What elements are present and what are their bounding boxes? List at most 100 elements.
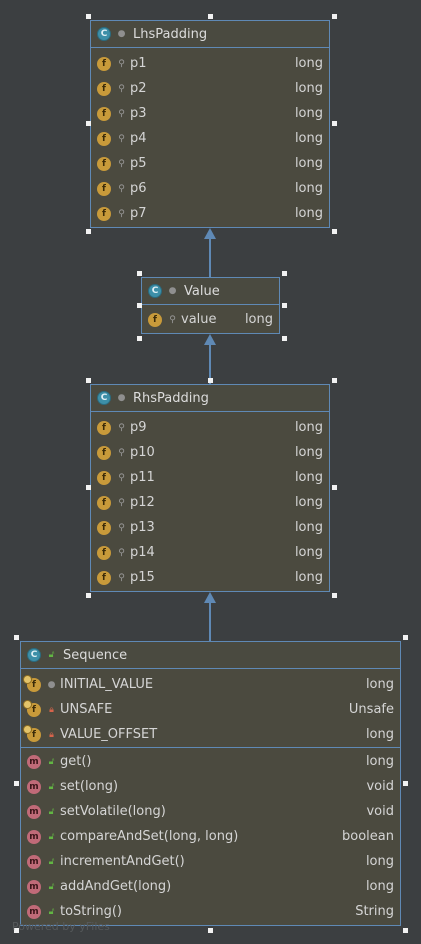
method-row[interactable]: m🔓︎incrementAndGet()long [21, 849, 400, 874]
field-icon: f [97, 420, 111, 435]
field-icon: f [23, 674, 41, 692]
resize-handle[interactable] [282, 303, 287, 308]
method-return-type: long [365, 879, 394, 894]
field-type: long [294, 56, 323, 71]
resize-handle[interactable] [208, 928, 213, 933]
class-title: LhsPadding [133, 26, 208, 42]
resize-handle[interactable] [282, 271, 287, 276]
resize-handle[interactable] [208, 378, 213, 383]
field-name: p1 [130, 56, 147, 71]
resize-handle[interactable] [332, 229, 337, 234]
method-row[interactable]: m🔓︎setVolatile(long)void [21, 799, 400, 824]
field-type: long [294, 420, 323, 435]
resize-handle[interactable] [14, 781, 19, 786]
resize-handle[interactable] [14, 928, 19, 933]
field-name: p13 [130, 520, 155, 535]
method-row[interactable]: m🔓︎toString()String [21, 899, 400, 924]
resize-handle[interactable] [137, 336, 142, 341]
method-name: setVolatile(long) [60, 804, 166, 819]
package-private-icon: ⚲ [118, 422, 125, 433]
package-private-icon: ⚲ [118, 108, 125, 119]
resize-handle[interactable] [137, 271, 142, 276]
resize-handle[interactable] [86, 485, 91, 490]
resize-handle[interactable] [403, 928, 408, 933]
method-return-type: void [366, 804, 394, 819]
method-icon: m [27, 854, 41, 869]
inheritance-edge[interactable] [209, 344, 211, 384]
field-name: p11 [130, 470, 155, 485]
method-name: get() [60, 754, 92, 769]
unlock-icon: 🔓︎ [48, 856, 55, 867]
field-type: long [294, 131, 323, 146]
resize-handle[interactable] [86, 378, 91, 383]
method-row[interactable]: m🔓︎addAndGet(long)long [21, 874, 400, 899]
field-name: p14 [130, 545, 155, 560]
method-return-type: boolean [342, 829, 394, 844]
resize-handle[interactable] [403, 781, 408, 786]
class-header: C 🔓︎ Sequence [21, 642, 400, 669]
resize-handle[interactable] [137, 303, 142, 308]
inheritance-edge[interactable] [209, 602, 211, 641]
field-type: long [294, 545, 323, 560]
resize-handle[interactable] [86, 229, 91, 234]
resize-handle[interactable] [14, 635, 19, 640]
resize-handle[interactable] [403, 635, 408, 640]
package-private-icon: ⚲ [118, 522, 125, 533]
method-row[interactable]: m🔓︎compareAndSet(long, long)boolean [21, 824, 400, 849]
field-type: long [294, 181, 323, 196]
method-row[interactable]: m🔓︎get()long [21, 749, 400, 774]
resize-handle[interactable] [86, 593, 91, 598]
field-icon: f [97, 131, 111, 146]
field-icon: f [97, 445, 111, 460]
lock-icon: 🔒︎ [49, 704, 54, 715]
resize-handle[interactable] [332, 485, 337, 490]
section-divider [21, 747, 400, 748]
method-row[interactable]: m🔓︎set(long)void [21, 774, 400, 799]
static-pin-icon [23, 724, 32, 734]
class-header: C ● Value [142, 278, 279, 305]
package-private-icon: ⚲ [118, 472, 125, 483]
inheritance-arrow-icon [204, 228, 216, 239]
resize-handle[interactable] [282, 336, 287, 341]
inheritance-edge[interactable] [209, 238, 211, 277]
package-private-icon: ● [117, 393, 126, 403]
field-type: long [294, 495, 323, 510]
resize-handle[interactable] [332, 121, 337, 126]
resize-handle[interactable] [86, 14, 91, 19]
resize-handle[interactable] [332, 593, 337, 598]
resize-handle[interactable] [332, 378, 337, 383]
package-private-icon: ⚲ [118, 58, 125, 69]
field-icon: f [97, 470, 111, 485]
resize-handle[interactable] [86, 121, 91, 126]
method-return-type: void [366, 779, 394, 794]
unlock-icon: 🔓︎ [48, 756, 55, 767]
resize-handle[interactable] [208, 14, 213, 19]
resize-handle[interactable] [332, 14, 337, 19]
unlock-icon: 🔓︎ [48, 650, 55, 660]
package-private-icon: ⚲ [118, 572, 125, 583]
field-type: long [294, 520, 323, 535]
field-icon: f [97, 495, 111, 510]
